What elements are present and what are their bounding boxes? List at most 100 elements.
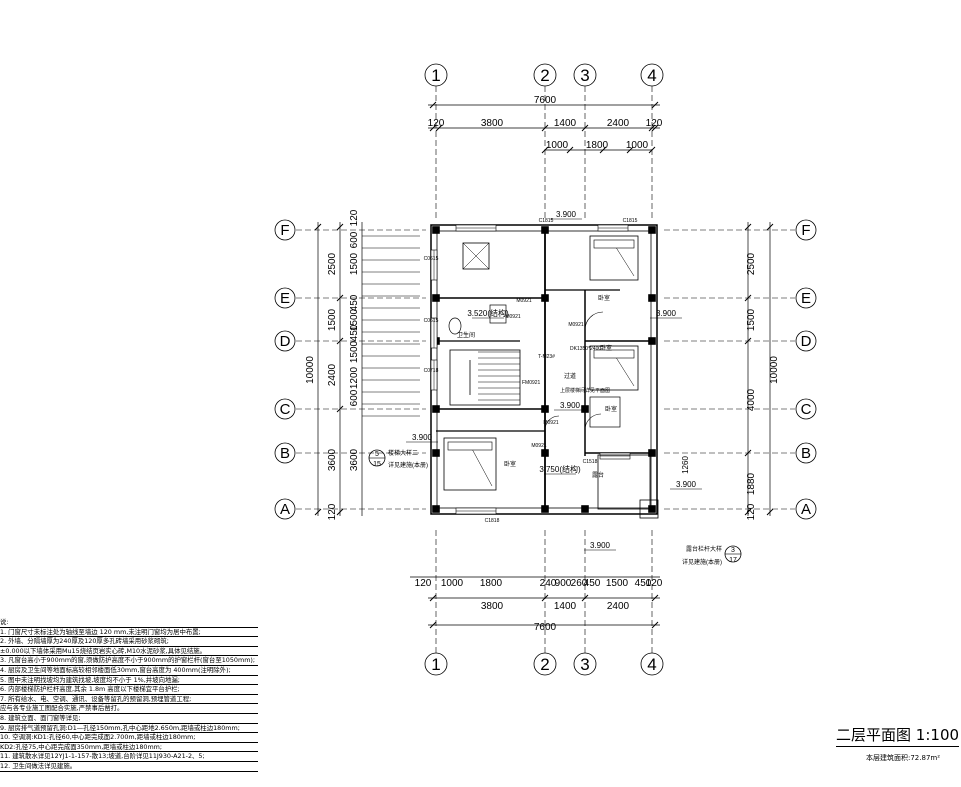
dim-right-outer: 1880 — [746, 472, 757, 495]
room-label: 卧室 — [598, 294, 610, 302]
elevation-mark: 3.900 — [676, 480, 697, 489]
dim-total-left: 10000 — [305, 356, 316, 384]
element-tag: M0921 — [568, 322, 584, 328]
dim-left-inner: 600 — [349, 389, 360, 406]
note-line: 8. 建筑立面、面门窗等详见; — [0, 714, 258, 724]
element-tag: M0921 — [516, 298, 532, 304]
dimension-tick — [648, 146, 656, 154]
detail-callout-num: 5 — [375, 451, 379, 458]
room-label: 卧室 — [600, 344, 612, 352]
dim-left-inner: 1500 — [349, 252, 360, 275]
element-tag: M0921 — [505, 314, 521, 320]
dim-left-outer: 2400 — [327, 363, 338, 386]
room-label: 过道 — [564, 372, 576, 380]
dim-bottom-2: 1800 — [480, 578, 503, 589]
axis-label-A: A — [801, 501, 811, 518]
dimension-tick — [744, 223, 752, 231]
washbasin — [489, 304, 507, 324]
detail-callout-num: 3 — [731, 547, 735, 554]
terrace — [597, 454, 651, 510]
elevation-mark: 3.900 — [412, 433, 433, 442]
structural-column — [581, 405, 589, 413]
element-tag: C1815 — [539, 218, 554, 224]
structural-column — [648, 294, 656, 302]
elevation-mark: 3.900 — [560, 401, 581, 410]
door-swing — [544, 415, 560, 431]
axis-label-4: 4 — [647, 66, 656, 85]
dimension-tick — [541, 146, 549, 154]
dim-left-inner: 3600 — [349, 448, 360, 471]
room-label: 卫生间 — [457, 331, 475, 339]
note-line: 2. 外墙、分隔墙厚为240厚及120厚多孔砖墙采用砂浆砌筑; — [0, 637, 258, 647]
elevation-mark: 3.900 — [556, 210, 577, 219]
element-tag: C0615 — [424, 256, 439, 262]
dim-bottom-2: 1000 — [441, 578, 464, 589]
structural-column — [432, 226, 440, 234]
dim-right-outer: 2500 — [746, 252, 757, 275]
note-line: ±0.000以下墙体采用Mu15烧结页岩实心砖,M10水泥砂浆,具体见结施。 — [0, 647, 258, 657]
bed-pillow — [593, 349, 635, 359]
bed-fold — [616, 247, 635, 277]
structural-column — [648, 337, 656, 345]
detail-callout-sheet: 17 — [729, 557, 737, 564]
axis-label-1: 1 — [431, 655, 440, 674]
dimension-tick — [429, 594, 437, 602]
dimension-tick — [581, 124, 589, 132]
dim-bottom-2: 1500 — [606, 578, 629, 589]
dim-left-outer: 120 — [327, 503, 338, 520]
structural-column — [581, 505, 589, 513]
toilet — [448, 317, 462, 335]
dim-left-outer: 2500 — [327, 252, 338, 275]
drawing-title-text: 二层平面图 — [836, 726, 912, 744]
axis-bubble-D — [274, 330, 296, 352]
elevation-mark: 3.520(结构) — [467, 308, 509, 318]
elevation-mark: 3.900 — [656, 309, 677, 318]
dimension-tick — [651, 124, 659, 132]
structural-column — [432, 294, 440, 302]
general-notes: 说:1. 门窗尺寸未标注处为轴线至墙边 120 mm,未注明门窗均为居中布置;2… — [0, 618, 258, 772]
element-tag: C0718 — [424, 368, 439, 374]
dim-left-inner: 1500 — [349, 308, 360, 331]
elevation-mark: 3.750(结构) — [539, 464, 581, 474]
dimension-tick — [626, 146, 634, 154]
dimension-tick — [336, 294, 344, 302]
element-tag: M0921 — [531, 443, 547, 449]
dimension-tick — [744, 294, 752, 302]
area-note: 本层建筑面积:72.87m² — [866, 754, 941, 762]
axis-bubble-B — [274, 442, 296, 464]
axis-label-3: 3 — [580, 655, 589, 674]
dim-bottom-1: 1400 — [554, 601, 577, 612]
dim-bottom-2: 260 — [571, 578, 588, 589]
axis-bubble-F — [274, 219, 296, 241]
dim-top-1: 120 — [646, 118, 663, 129]
table-diagonal — [462, 242, 490, 270]
element-tag: C1518 — [583, 459, 598, 465]
structural-column — [432, 449, 440, 457]
dimension-tick — [566, 146, 574, 154]
bed-fold — [616, 357, 635, 387]
note-line: 应与各专业施工图配合实施,严禁事后凿打。 — [0, 704, 258, 714]
dim-left-inner: 120 — [349, 209, 360, 226]
element-tag: DK1350*2400 — [570, 346, 601, 352]
axis-label-2: 2 — [540, 66, 549, 85]
dimension-tick — [744, 508, 752, 516]
dim-right-outer: 120 — [746, 503, 757, 520]
structural-column — [541, 294, 549, 302]
note-line: 3. 凡窗台高小于900mm的窗,须做防护高度不小于900mm的护窗栏杆(窗台至… — [0, 656, 258, 666]
axis-label-4: 4 — [647, 655, 656, 674]
bed — [589, 345, 639, 391]
stair-note: 楼梯大样二 — [388, 449, 418, 457]
dimension-tick — [541, 594, 549, 602]
dimension-tick — [429, 124, 437, 132]
dim-left-inner: 600 — [349, 231, 360, 248]
axis-label-E: E — [280, 290, 290, 307]
door-swing — [584, 413, 602, 431]
dimension-tick — [651, 621, 659, 629]
dim-right-inner: 1260 — [681, 456, 690, 474]
axis-bubble-C — [795, 398, 817, 420]
axis-bubble-F — [795, 219, 817, 241]
dim-bottom-2: 120 — [646, 578, 663, 589]
dimension-tick — [429, 101, 437, 109]
dim-bottom-2: 120 — [415, 578, 432, 589]
dim-top-1: 120 — [428, 118, 445, 129]
